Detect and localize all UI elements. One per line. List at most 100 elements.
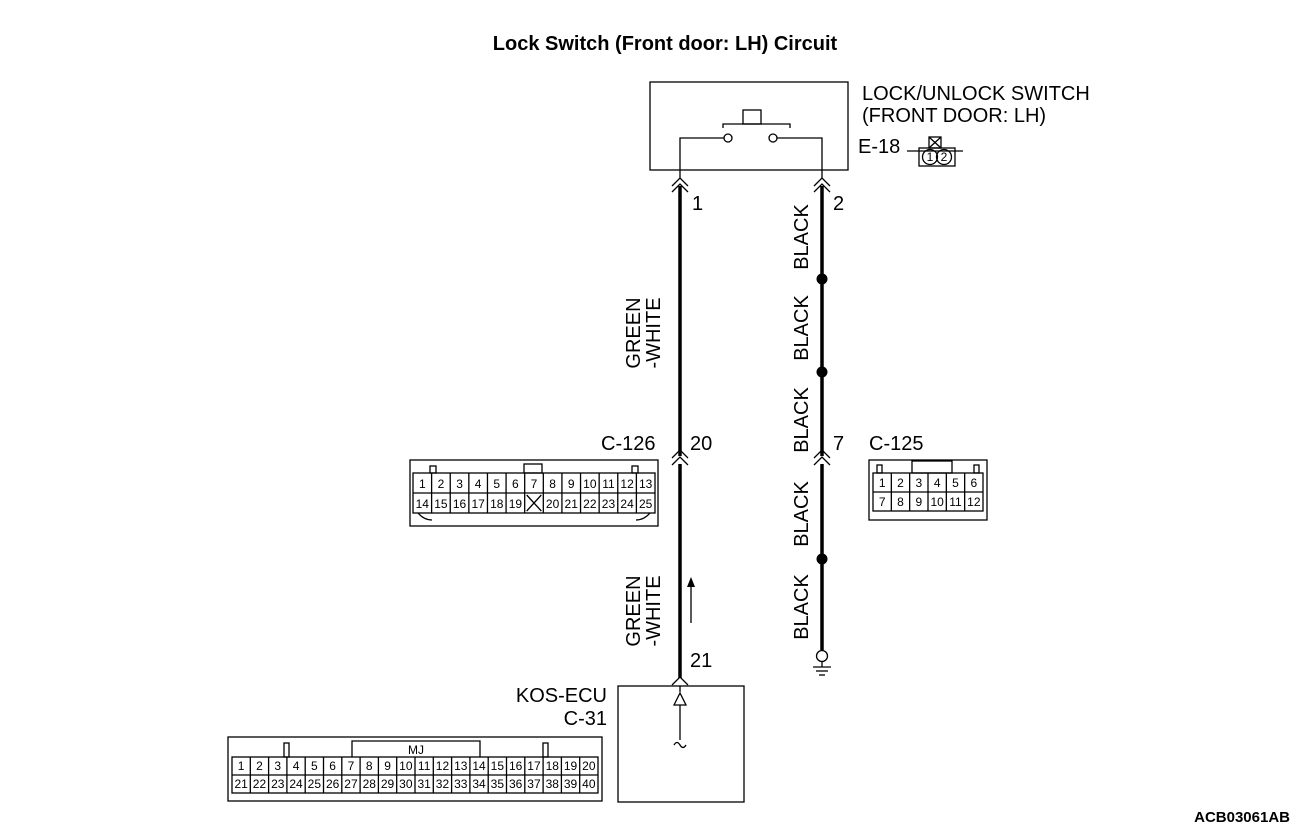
wire-right-color-5: BLACK [791, 574, 813, 640]
switch-box [649, 81, 849, 171]
wire-left-pin-ecu: 21 [690, 650, 712, 672]
c126-pin: 3 [456, 477, 463, 491]
wire-green-white [671, 177, 689, 686]
c31-pin: 16 [509, 759, 523, 773]
c31-pin: 14 [472, 759, 486, 773]
c125-outer [868, 459, 988, 521]
switch-contact-left [723, 133, 733, 143]
c31-pin: 33 [454, 777, 468, 791]
wire-left-pin-c126: 20 [690, 433, 712, 455]
e18-pin1-circle [921, 148, 939, 166]
e18-pin1: 1 [927, 150, 934, 164]
c31-pin: 24 [289, 777, 303, 791]
c126-post-left [429, 465, 437, 474]
c31-outer [227, 736, 603, 802]
c31-pin: 38 [546, 777, 560, 791]
chevron-switch-pin1 [671, 177, 689, 193]
wire-right-color-3: BLACK [791, 387, 813, 453]
c126-pin: 24 [620, 497, 634, 511]
c31-pin: 27 [344, 777, 358, 791]
c125-post-right [973, 464, 980, 474]
c126-pin: 20 [546, 497, 560, 511]
c31-pin: 22 [253, 777, 267, 791]
ecu-internal-symbol [673, 741, 687, 749]
c31-pin: 11 [418, 759, 431, 773]
c126-lock-tab [523, 463, 543, 474]
c31-pin: 37 [527, 777, 541, 791]
switch-lead-right [777, 137, 823, 178]
c31-pin: 18 [546, 759, 560, 773]
c125-pin: 6 [970, 476, 977, 490]
c31-pin: 6 [329, 759, 336, 773]
c31-pin: 21 [234, 777, 248, 791]
c125-pin: 11 [949, 495, 962, 509]
c125-pin: 5 [952, 476, 959, 490]
c31-pin: 3 [274, 759, 281, 773]
c125-pin: 12 [967, 495, 981, 509]
c126-pin: 22 [583, 497, 597, 511]
c126-pin: 25 [639, 497, 653, 511]
c31-pin: 26 [326, 777, 340, 791]
c126-pin: 21 [565, 497, 579, 511]
e18-pin2-circle [935, 148, 953, 166]
c126-pin: 2 [438, 477, 445, 491]
c31-post-left [283, 742, 290, 758]
ground-terminal [815, 649, 829, 663]
splice-dot-2 [816, 366, 828, 378]
c31-pin: 32 [436, 777, 450, 791]
signal-direction-arrow [687, 577, 695, 623]
c126-pin: 14 [416, 497, 430, 511]
c31-pin: 4 [293, 759, 300, 773]
c31-pin: 25 [308, 777, 322, 791]
c125-post-left [876, 464, 883, 474]
c125-pin: 7 [879, 495, 886, 509]
diagram-title: Lock Switch (Front door: LH) Circuit [493, 33, 838, 55]
e18-pin2: 2 [941, 150, 948, 164]
c126-pin: 12 [620, 477, 634, 491]
c31-pin: 39 [564, 777, 578, 791]
chevron-c125 [813, 449, 831, 466]
c126-outer [409, 459, 659, 527]
wire-left-pin-switch: 1 [692, 193, 703, 215]
wire-black [813, 177, 831, 650]
c31-pin: 23 [271, 777, 285, 791]
c126-pin: 1 [419, 477, 426, 491]
switch-connector-label: E-18 [858, 136, 900, 158]
c125-pin: 3 [915, 476, 922, 490]
c126-pin: 16 [453, 497, 467, 511]
wire-right-color-2: BLACK [791, 295, 813, 361]
c126-post-right [631, 465, 639, 474]
c31-header-label: MJ [408, 743, 424, 757]
c125-lock-tab [911, 460, 953, 474]
wire-left-color-lower-line1: GREEN [623, 575, 645, 646]
c126-label: C-126 [601, 433, 655, 455]
c126-pin: 15 [434, 497, 448, 511]
c31-pin: 8 [366, 759, 373, 773]
wire-left-color-lower-line2: -WHITE [643, 575, 665, 646]
c125-pin: 2 [897, 476, 904, 490]
e18-connector-icon: 1 2 [907, 136, 963, 167]
c126-pin: 11 [602, 477, 615, 491]
c126-pin: 8 [549, 477, 556, 491]
wire-right-pin-c125: 7 [833, 433, 844, 455]
ecu-box [617, 685, 745, 803]
ground-icon [813, 649, 831, 676]
c31-pin: 15 [491, 759, 505, 773]
chevron-switch-pin2 [813, 177, 831, 193]
c31-pin: 40 [582, 777, 596, 791]
c125-pin: 1 [879, 476, 886, 490]
arrow-head [687, 577, 695, 587]
c31-pin: 36 [509, 777, 523, 791]
c31-header-frame [351, 740, 481, 757]
splice-dot-1 [816, 273, 828, 285]
c31-pin: 35 [491, 777, 505, 791]
c31-pin: 31 [417, 777, 431, 791]
lock-unlock-switch [649, 81, 849, 178]
